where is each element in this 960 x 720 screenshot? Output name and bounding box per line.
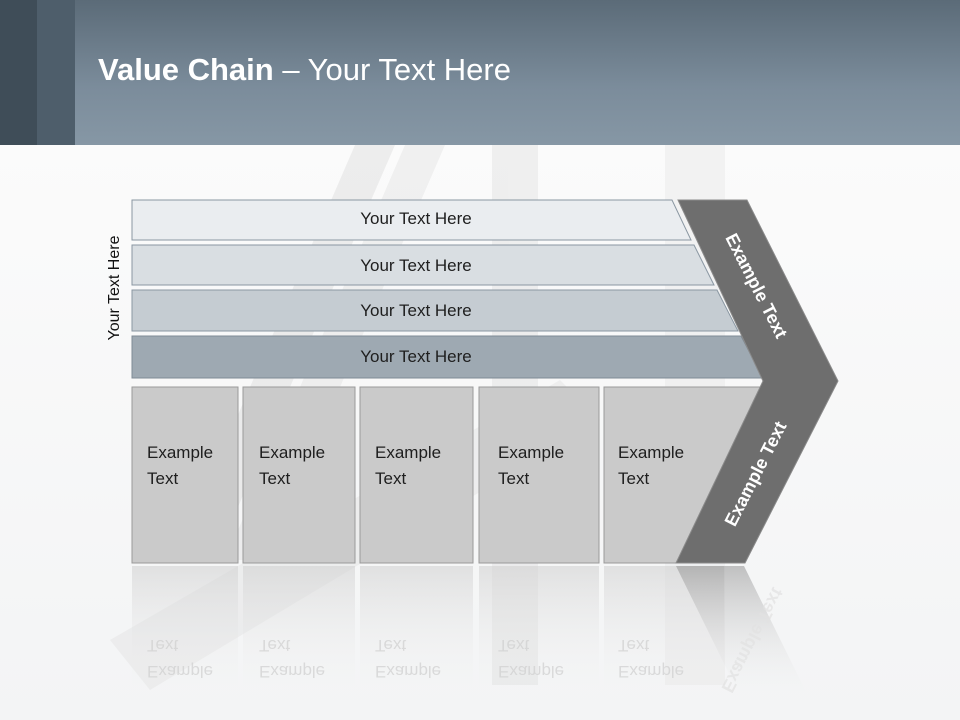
primary-box-4-reflection-line2: Text (498, 636, 530, 655)
primary-box-1-line1: Example (147, 443, 214, 462)
margin-chevron (675, 199, 839, 564)
primary-box-5-line1: Example (618, 443, 685, 462)
support-bar-2-label: Your Text Here (360, 256, 472, 275)
primary-box-2-reflection: Example Text (259, 632, 325, 684)
primary-box-4-line2: Text (498, 469, 530, 488)
support-bar-3 (131, 289, 739, 332)
diagram-reflection (132, 566, 810, 700)
primary-box-4 (478, 386, 600, 564)
primary-box-2-reflection-line1: Example (259, 662, 326, 681)
header-banner: Value Chain – Your Text Here (0, 0, 960, 145)
header-accent-band (0, 0, 37, 145)
support-bar-1 (131, 199, 692, 241)
primary-box-3-line2: Text (375, 469, 407, 488)
primary-box-4-reflection: Example Text (498, 632, 564, 684)
slide-title: Value Chain – Your Text Here (98, 52, 511, 88)
primary-box-5-line2: Text (618, 469, 650, 488)
primary-box-1-reflection-line2: Text (147, 636, 179, 655)
primary-box-3 (359, 386, 474, 564)
primary-box-3-reflection-line1: Example (375, 662, 442, 681)
support-bar-4-label: Your Text Here (360, 347, 472, 366)
support-bar-3-label: Your Text Here (360, 301, 472, 320)
primary-box-1 (131, 386, 239, 564)
support-bar-2 (131, 244, 715, 286)
primary-box-2-line2: Text (259, 469, 291, 488)
primary-box-1-reflection: Example Text (147, 632, 213, 684)
primary-box-3-reflection: Example Text (375, 632, 441, 684)
slide-title-rest: – Your Text Here (273, 52, 511, 87)
primary-box-5-reflection-line1: Example (618, 662, 685, 681)
primary-box-1-reflection-line1: Example (147, 662, 214, 681)
primary-box-2 (242, 386, 356, 564)
header-accent-band-2 (37, 0, 75, 145)
primary-box-4-reflection-line1: Example (498, 662, 565, 681)
primary-box-5-reflection-line2: Text (618, 636, 650, 655)
primary-box-4-line1: Example (498, 443, 565, 462)
slide-title-bold: Value Chain (98, 52, 274, 87)
primary-box-2-reflection-line2: Text (259, 636, 291, 655)
primary-box-3-line1: Example (375, 443, 442, 462)
primary-box-1-line2: Text (147, 469, 179, 488)
support-bar-1-label: Your Text Here (360, 209, 472, 228)
primary-box-2-line1: Example (259, 443, 326, 462)
primary-box-5-reflection: Example Text (618, 632, 684, 684)
primary-box-3-reflection-line2: Text (375, 636, 407, 655)
vertical-label-text: Your Text Here (106, 235, 123, 341)
